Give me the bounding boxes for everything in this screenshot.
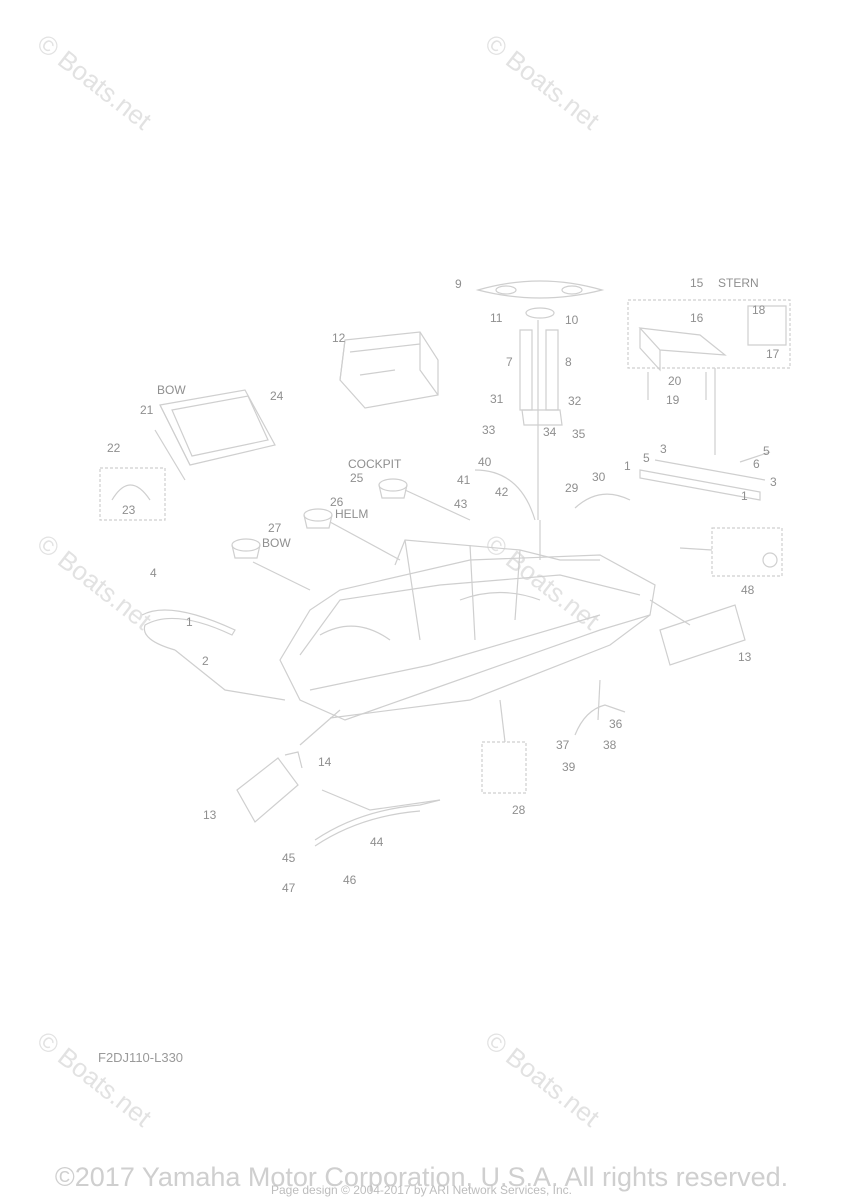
callout-3: 3	[660, 442, 667, 456]
callout-36: 36	[609, 717, 623, 731]
label-cockpit: COCKPIT	[348, 457, 402, 471]
page-design-notice: Page design © 2004-2017 by ARI Network S…	[270, 1183, 572, 1197]
callout-2: 2	[202, 654, 209, 668]
callout-48: 48	[741, 583, 755, 597]
diagram-linework	[99, 280, 791, 847]
callout-15: 15	[690, 276, 704, 290]
label-bow-cup: BOW	[262, 536, 291, 550]
callout-25: 25	[350, 471, 364, 485]
callout-1: 1	[624, 459, 631, 473]
callout-11: 11	[490, 311, 503, 325]
callout-34: 34	[543, 425, 557, 439]
callout-10: 10	[565, 313, 579, 327]
callout-31: 31	[490, 392, 504, 406]
callout-5: 5	[643, 451, 650, 465]
callout-5: 5	[763, 444, 770, 458]
callout-42: 42	[495, 485, 509, 499]
copyright-notice: ©2017 Yamaha Motor Corporation, U.S.A. A…	[54, 1162, 789, 1192]
callout-32: 32	[568, 394, 582, 408]
drawing-code: F2DJ110-L330	[98, 1050, 184, 1065]
callout-1: 1	[741, 489, 748, 503]
callout-4: 4	[150, 566, 157, 580]
callout-24: 24	[270, 389, 284, 403]
callout-43: 43	[454, 497, 468, 511]
callout-12: 12	[332, 331, 346, 345]
callout-29: 29	[565, 481, 579, 495]
callout-28: 28	[512, 803, 526, 817]
label-helm: HELM	[335, 507, 368, 521]
callout-1: 1	[186, 615, 193, 629]
callout-39: 39	[562, 760, 576, 774]
label-stern: STERN	[718, 276, 759, 290]
callout-17: 17	[766, 347, 780, 361]
callout-13: 13	[203, 808, 217, 822]
callout-21: 21	[140, 403, 154, 417]
callout-7: 7	[506, 355, 513, 369]
callout-40: 40	[478, 455, 492, 469]
callout-23: 23	[122, 503, 136, 517]
callout-47: 47	[282, 881, 296, 895]
callout-30: 30	[592, 470, 606, 484]
callout-46: 46	[343, 873, 357, 887]
callout-18: 18	[752, 303, 766, 317]
callout-19: 19	[666, 393, 680, 407]
callout-14: 14	[318, 755, 332, 769]
callout-26: 26	[330, 495, 344, 509]
callout-44: 44	[370, 835, 384, 849]
callout-9: 9	[455, 277, 462, 291]
callout-3: 3	[770, 475, 777, 489]
callout-45: 45	[282, 851, 296, 865]
callout-35: 35	[572, 427, 586, 441]
callout-37: 37	[556, 738, 570, 752]
callout-27: 27	[268, 521, 282, 535]
callout-38: 38	[603, 738, 617, 752]
callout-13: 13	[738, 650, 752, 664]
callout-8: 8	[565, 355, 572, 369]
callout-6: 6	[753, 457, 760, 471]
callout-33: 33	[482, 423, 496, 437]
label-bow: BOW	[157, 383, 186, 397]
callout-22: 22	[107, 441, 121, 455]
callout-20: 20	[668, 374, 682, 388]
callout-41: 41	[457, 473, 471, 487]
callout-16: 16	[690, 311, 704, 325]
